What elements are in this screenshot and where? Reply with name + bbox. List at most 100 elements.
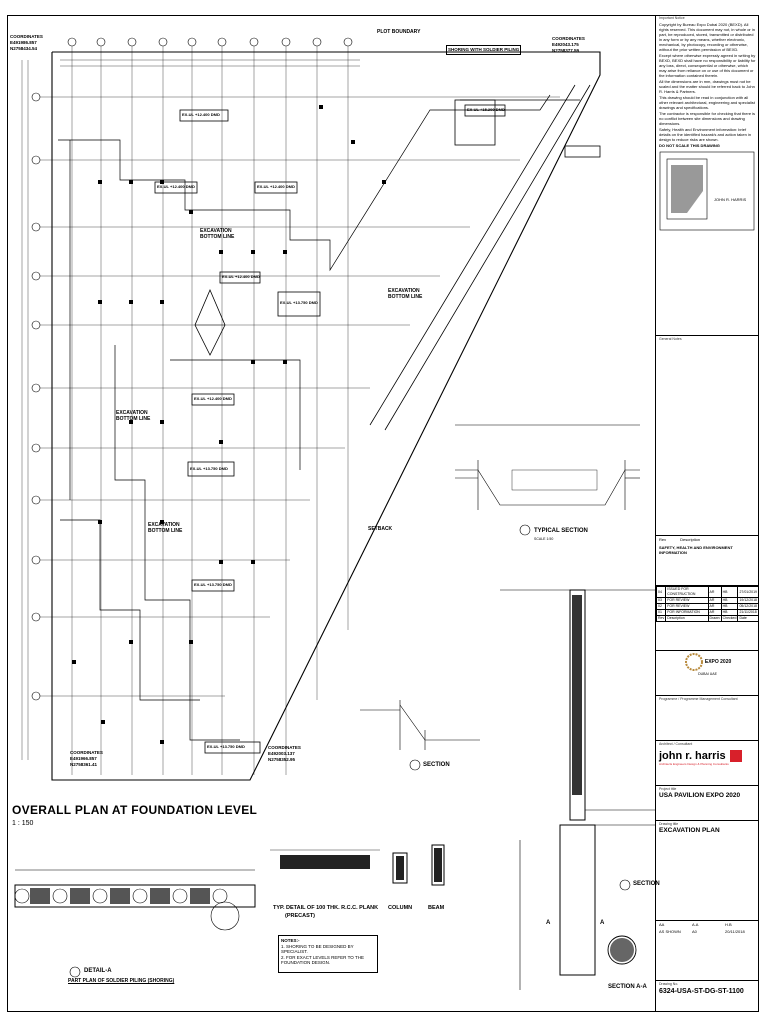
column-label: COLUMN xyxy=(388,905,413,911)
revision-cell: 05/12/2018 xyxy=(737,603,759,610)
typical-section-drawing xyxy=(455,424,640,536)
drawing-number: 6324-USA-ST-DG-ST-1100 xyxy=(659,988,744,995)
expo-logo-icon xyxy=(684,653,703,671)
revision-cell: HB xyxy=(720,586,739,598)
revision-cell: Checked xyxy=(720,615,739,622)
drawing-info-grid: AA A.A H.B AS SHOWN A0 20/11/2018 xyxy=(656,920,759,980)
notice-5: The contractor is responsible for checki… xyxy=(659,111,756,126)
setback-label: SETBACK xyxy=(368,526,393,532)
overall-plan-scale: 1 : 150 xyxy=(12,820,34,827)
notes-box: NOTES:- 1. SHORING TO BE DESIGNED BY SPE… xyxy=(278,935,378,973)
architect-sub: Architects Engineers Design & Planning C… xyxy=(659,762,729,766)
section-title: SECTION xyxy=(423,762,450,768)
plank-detail xyxy=(270,849,380,869)
revision-cell: Description xyxy=(665,615,709,622)
architect-logo-text: john r. harris xyxy=(659,749,726,762)
detail-a-subtitle: PART PLAN OF SOLDIER PILING (SHORING) xyxy=(68,978,175,984)
important-notice-title: Important Notice xyxy=(659,16,685,20)
revision-cell: Drawn xyxy=(707,615,722,622)
typical-section-scale: SCALE 1:50 xyxy=(534,537,554,541)
revision-cell: Rev xyxy=(655,615,667,622)
excavation-label-2: EXCAVATION BOTTOM LINE xyxy=(388,288,423,300)
grid-bubbles-top xyxy=(67,37,353,47)
note-1: 1. SHORING TO BE DESIGNED BY SPECIALIST. xyxy=(281,943,354,955)
keyplan-logo-text: JOHN R. HARRIS xyxy=(714,197,747,202)
do-not-scale: DO NOT SCALE THIS DRAWING xyxy=(659,143,720,148)
checked-value: H.B xyxy=(725,922,732,927)
notes-title: NOTES:- xyxy=(281,938,300,943)
important-notice: Important Notice Copyright by Bureau Exp… xyxy=(656,15,759,335)
revision-cell: ISSUED FOR CONSTRUCTION xyxy=(665,586,709,598)
plank-detail-title: TYP. DETAIL OF 100 THK. R.C.C. PLANK xyxy=(273,905,379,911)
excavation-label-1: EXCAVATION BOTTOM LINE xyxy=(200,228,235,240)
level-tag-10: EX-UL +13.750 DMD xyxy=(207,744,245,749)
section-aa-drawing xyxy=(500,589,655,990)
notice-3: All the dimensions are in mm, drawings m… xyxy=(659,79,755,94)
section-aa-title: SECTION A-A xyxy=(608,984,647,990)
typical-section-title: TYPICAL SECTION xyxy=(534,528,588,534)
detail-a-title: DETAIL-A xyxy=(84,968,112,974)
project-block: Project title USA PAVILION EXPO 2020 xyxy=(656,785,759,820)
shoring-label: SHORING WITH SOLDIER PILING xyxy=(446,45,522,55)
drawing-title: EXCAVATION PLAN xyxy=(659,827,720,834)
revision-cell: 19/12/2018 xyxy=(737,597,759,604)
columns xyxy=(72,105,386,744)
client-name: EXPO 2020 xyxy=(704,659,732,666)
beam-detail xyxy=(431,844,445,886)
drawing-number-block: Drawing No. 6324-USA-ST-DG-ST-1100 xyxy=(656,980,759,1011)
revision-column-headers: Rev Description xyxy=(659,537,756,542)
section-title-2: SECTION xyxy=(633,881,660,887)
notice-1: Copyright by Bureau Expo Dubai 2020 (BEX… xyxy=(659,22,755,52)
level-tag-9: EX-UL +15.200 DMD xyxy=(467,107,505,112)
drawing-title-block: Drawing title EXCAVATION PLAN xyxy=(656,820,759,920)
general-notes-label: General Notes xyxy=(659,337,682,341)
client-sub: DUBAI UAE xyxy=(698,672,717,676)
dimension-lines xyxy=(21,59,360,760)
revision-cell: 21/11/2018 xyxy=(737,609,759,616)
column-detail xyxy=(392,852,408,884)
beam-label: BEAM xyxy=(428,905,445,911)
notice-4: This drawing should be read in conjuncti… xyxy=(659,95,755,110)
consultant-block: Programme / Programme Management Consult… xyxy=(656,695,759,740)
shoring-line xyxy=(369,84,591,431)
revision-cell: Date xyxy=(737,615,759,622)
pit-diamond xyxy=(194,288,226,356)
safety-info: SAFETY, HEALTH AND ENVIRONMENT INFORMATI… xyxy=(659,545,733,555)
coord-bottom-right: COORDINATES E492003.137 N2758352.95 xyxy=(268,745,301,762)
overall-plan-title: OVERALL PLAN AT FOUNDATION LEVEL xyxy=(12,803,258,817)
project-title: USA PAVILION EXPO 2020 xyxy=(659,792,741,799)
architect-logo-mark xyxy=(729,750,742,762)
drawn-value: A.A xyxy=(692,922,699,927)
excavation-label-3: EXCAVATION BOTTOM LINE xyxy=(116,410,151,422)
level-tag-3: EX-UL +12.400 DMD xyxy=(257,184,295,189)
architect-block: Architect / Consultant john r. harris Ar… xyxy=(656,740,759,785)
excavation-label-4: EXCAVATION BOTTOM LINE xyxy=(148,522,183,534)
general-notes: General Notes xyxy=(656,335,759,535)
notice-2: Except where otherwise expressly agreed … xyxy=(659,53,756,78)
client-block: EXPO 2020 DUBAI UAE xyxy=(656,650,759,695)
drawing-sheet xyxy=(7,15,759,1012)
grid-bubbles-left xyxy=(31,92,41,701)
level-tag-5: EX-UL +12.400 DMD xyxy=(194,396,232,401)
key-plan: JOHN R. HARRIS xyxy=(659,151,755,231)
architect-label: Architect / Consultant xyxy=(659,742,693,746)
consultant-label: Programme / Programme Management Consult… xyxy=(659,697,738,701)
coord-top-right: COORDINATES E492043.175 N2758377.59 xyxy=(552,36,585,53)
revision-cell: 27/01/2019 xyxy=(737,586,759,598)
drawing-no-label: Drawing No. xyxy=(659,982,679,986)
project-label: Project title xyxy=(659,787,677,791)
notice-6: Safety, Health and Environment informati… xyxy=(659,127,752,142)
safety-block: Rev Description SAFETY, HEALTH AND ENVIR… xyxy=(656,535,759,585)
size-value: A0 xyxy=(692,929,697,934)
plank-detail-subtitle: (PRECAST) xyxy=(285,913,315,919)
level-tag-8: EX-UL +13.750 DMD xyxy=(194,582,232,587)
date-value: 20/11/2018 xyxy=(725,929,745,934)
coord-top-left: COORDINATES E491986.857 N2758434.54 xyxy=(10,34,43,51)
level-tag-boxes xyxy=(154,104,601,754)
